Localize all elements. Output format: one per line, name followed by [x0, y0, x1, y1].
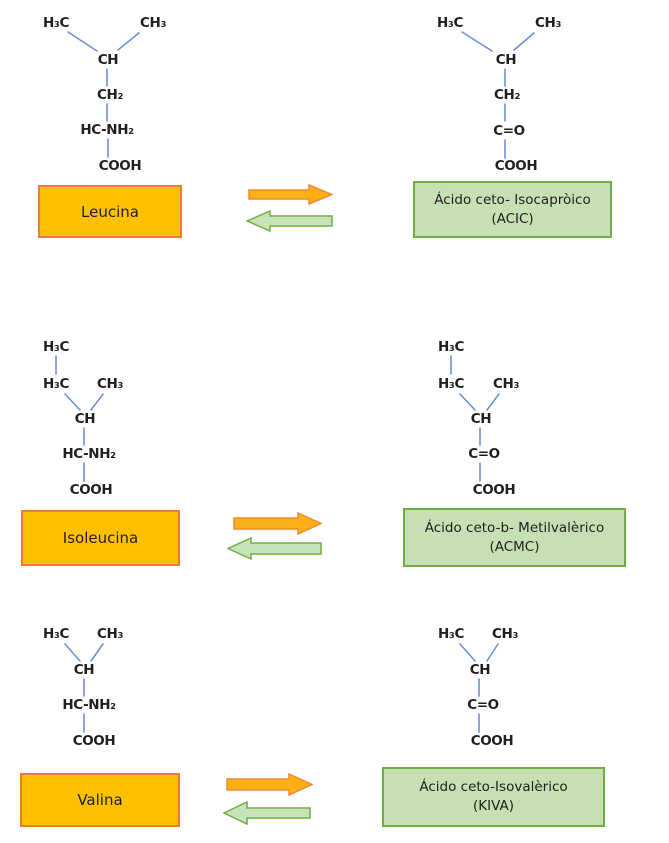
box-label-line2: (ACMC) — [489, 538, 540, 555]
box-label: Ácido ceto- Isocapròico — [434, 191, 591, 208]
bond-line-isoleucina — [64, 393, 81, 411]
box-label: Isoleucina — [62, 529, 139, 547]
box-label-line2: (KIVA) — [473, 798, 514, 814]
amino-acid-box-isoleucina: Isoleucina — [21, 510, 180, 566]
keto-acid-box-acmc: Ácido ceto-b- Metilvalèrico (ACMC) — [403, 508, 626, 567]
bond-line-isoleucina — [90, 393, 104, 411]
box-label: Ácido ceto-b- Metilvalèrico — [424, 519, 605, 536]
keto-acid-box-kiva: Ácido ceto-Isovalèrico (KIVA) — [382, 767, 605, 827]
box-label-line2: (ACIC) — [491, 210, 534, 227]
bond-line-leucina — [67, 31, 98, 52]
box-label: Leucina — [81, 202, 139, 221]
bond-line-valina — [64, 643, 81, 662]
bond-line-acmc — [486, 393, 500, 411]
keto-acid-box-acic: Ácido ceto- Isocapròico (ACIC) — [413, 181, 612, 238]
box-label: Valina — [77, 791, 123, 809]
bond-line-kiva — [459, 643, 476, 662]
bond-line-acic — [461, 31, 493, 52]
bond-line-acmc — [459, 393, 476, 411]
amino-acid-box-leucina: Leucina — [38, 185, 182, 238]
bond-line-leucina — [117, 32, 140, 51]
box-label: Ácido ceto-Isovalèrico — [419, 779, 568, 795]
bond-line-acic — [513, 32, 535, 51]
bond-line-kiva — [486, 643, 499, 662]
bond-line-valina — [90, 643, 104, 662]
amino-acid-box-valina: Valina — [20, 773, 180, 827]
